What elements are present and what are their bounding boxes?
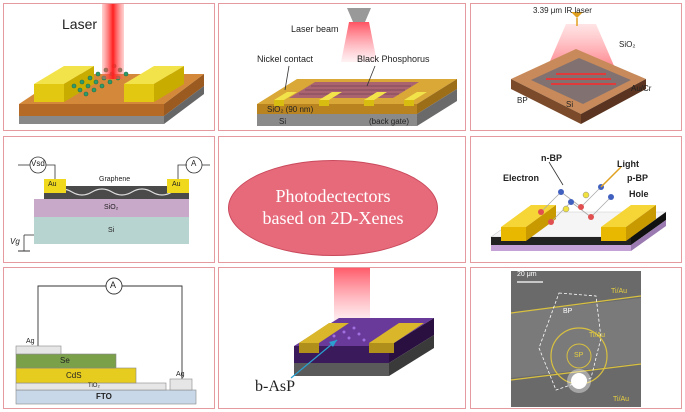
panel-laser-device: Laser (3, 3, 215, 131)
hole-label: Hole (629, 189, 649, 199)
si-label-p4: Si (108, 227, 115, 234)
laser-beam-label: Laser beam (291, 24, 339, 34)
b-asp-label: b-AsP (255, 378, 296, 395)
black-phosphorus-label: Black Phosphorus (357, 54, 430, 64)
sio2-label-p4: SiO₂ (104, 204, 119, 211)
au-right-label: Au (172, 181, 181, 188)
title-line-1: Photodectectors (275, 186, 391, 206)
sp-label: SP (574, 352, 584, 359)
microscope-image (510, 271, 642, 407)
sio2-label-p3: SiO₂ (619, 40, 636, 49)
bp-label-p9: BP (563, 308, 573, 315)
si-label: Si (279, 117, 287, 126)
pn-junction-diagram (490, 161, 667, 251)
graphene-device-diagram (18, 156, 210, 252)
ag-left-label: Ag (26, 338, 35, 345)
panel-graphene-device: Vsd A Au Au Graphene SiO₂ Si Vg (3, 136, 215, 263)
panel-layered-device: A Ag Se CdS TiO₂ Ag FTO (3, 267, 215, 409)
panel-ir-laser-device: 3.39 μm IR laser SiO₂ Au/Cr BP Si (470, 3, 682, 131)
tio2-label: TiO₂ (88, 383, 100, 389)
back-gate-label: (back gate) (369, 117, 410, 126)
bp-device-diagram (257, 8, 457, 126)
sio2-label: SiO₂ (90 nm) (267, 105, 314, 114)
panel-pn-junction-device: n-BP Light Electron p-BP Hole (470, 136, 682, 263)
panel-basp-device: b-AsP (218, 267, 466, 409)
layered-device-diagram (15, 277, 197, 405)
au-left-label: Au (48, 181, 57, 188)
ti-au-top-label: Ti/Au (611, 288, 628, 295)
electron-label: Electron (503, 173, 540, 183)
ammeter-label-p4: A (191, 159, 197, 168)
vg-label: Vg (10, 237, 20, 246)
p-bp-label: p-BP (627, 173, 648, 183)
ammeter-label-p7: A (110, 280, 117, 290)
se-label: Se (60, 356, 70, 365)
graphene-label: Graphene (99, 176, 131, 183)
ti-au-mid-label: Ti/Au (589, 332, 606, 339)
bp-label-p3: BP (517, 96, 528, 105)
au-cr-label: Au/Cr (631, 84, 652, 93)
light-label: Light (617, 159, 639, 169)
basp-device-diagram (290, 268, 434, 379)
ir-device-diagram (511, 12, 646, 124)
title-ellipse: Photodectectors based on 2D-Xenes (228, 160, 438, 256)
laser-label: Laser (62, 16, 98, 32)
panel-black-phosphorus-device: Laser beam Nickel contact Black Phosphor… (218, 3, 466, 131)
laser-device-diagram (19, 4, 204, 124)
vsd-label: Vsd (31, 159, 45, 168)
title-line-2: based on 2D-Xenes (262, 208, 404, 228)
ir-laser-label: 3.39 μm IR laser (533, 6, 592, 15)
nickel-contact-label: Nickel contact (257, 54, 314, 64)
ag-right-label: Ag (176, 371, 185, 378)
panel-microscope-image: 20 μm Ti/Au BP Ti/Au SP Ti/Au (470, 267, 682, 409)
cds-label: CdS (66, 371, 82, 380)
n-bp-label: n-BP (541, 153, 562, 163)
si-label-p3: Si (566, 100, 574, 109)
ti-au-bottom-label: Ti/Au (613, 396, 630, 403)
scale-label: 20 μm (517, 271, 537, 278)
fto-label: FTO (96, 392, 112, 401)
